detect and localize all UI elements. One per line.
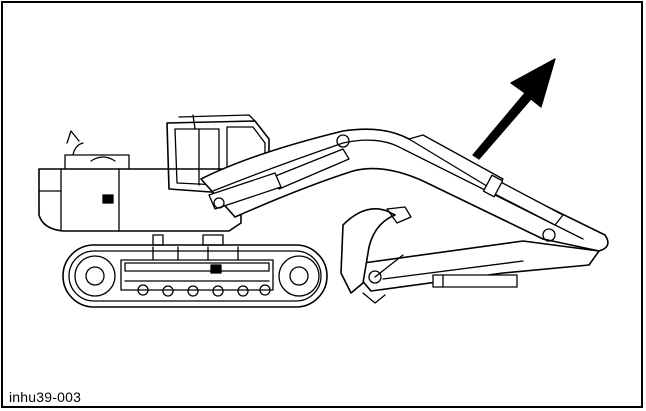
- track-assembly: [62, 244, 328, 308]
- arm-cylinder: [408, 134, 564, 226]
- upper-structure: [38, 130, 242, 246]
- figure-caption: inhu39-003: [9, 389, 82, 405]
- bucket: [340, 206, 412, 304]
- indicator-arrow: [472, 58, 556, 160]
- boom-cylinder: [208, 148, 350, 210]
- boom: [200, 128, 609, 252]
- arm: [348, 240, 600, 292]
- excavator-illustration: [38, 58, 609, 308]
